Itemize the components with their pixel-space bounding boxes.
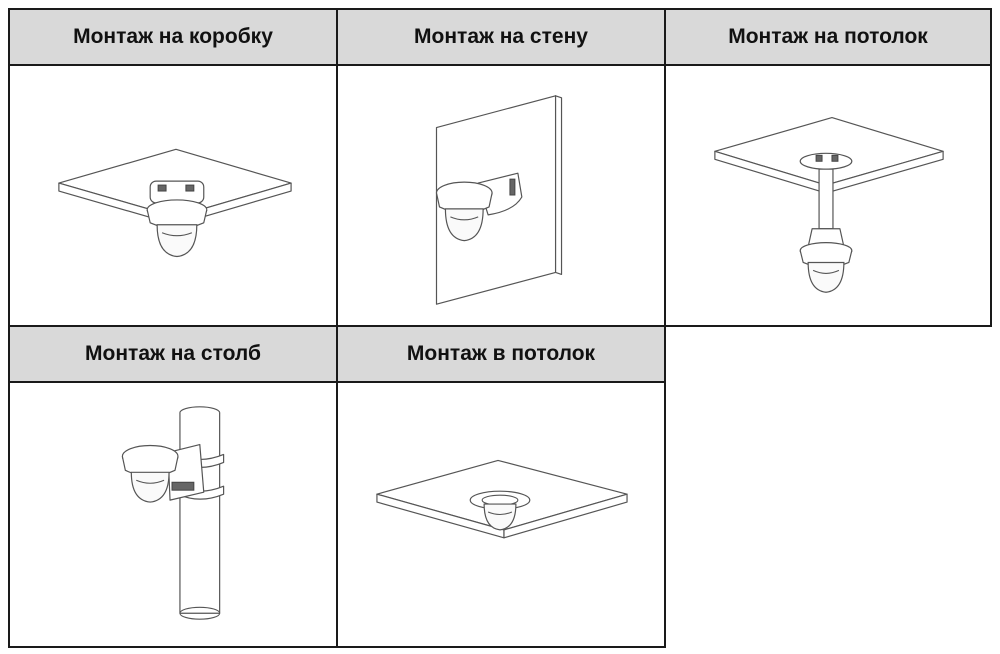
mount-label: Монтаж на потолок: [666, 10, 990, 66]
mount-label: Монтаж на коробку: [10, 10, 336, 66]
mount-label: Монтаж на стену: [338, 10, 664, 66]
junction-box-mount-illustration: [10, 66, 336, 325]
mount-cell-in-ceiling: Монтаж в потолок: [336, 325, 666, 648]
mount-cell-pole: Монтаж на столб: [8, 325, 338, 648]
wall-mount-illustration: [338, 66, 664, 325]
pole-mount-illustration: [10, 383, 336, 646]
mount-label: Монтаж на столб: [10, 327, 336, 383]
mount-cell-pendant: Монтаж на потолок: [664, 8, 992, 327]
mount-label: Монтаж в потолок: [338, 327, 664, 383]
in-ceiling-mount-illustration: [338, 383, 664, 646]
mount-cell-wall: Монтаж на стену: [336, 8, 666, 327]
mount-cell-junction-box: Монтаж на коробку: [8, 8, 338, 327]
pendant-mount-illustration: [666, 66, 990, 325]
